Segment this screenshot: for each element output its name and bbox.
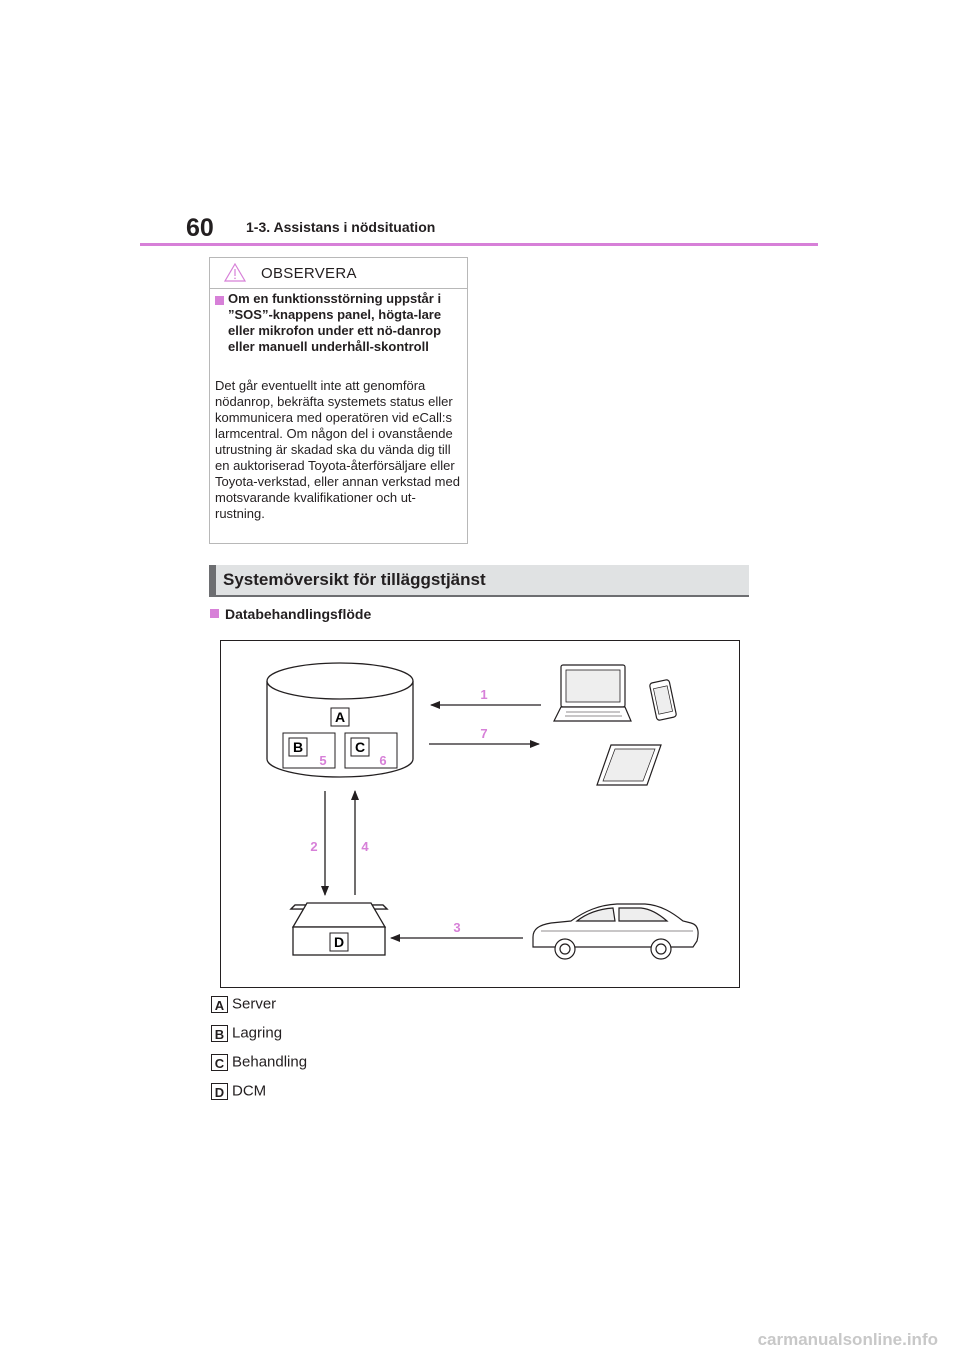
legend-label: Behandling	[232, 1054, 307, 1071]
legend-key: C	[211, 1054, 228, 1071]
flow-number-1: 1	[480, 687, 487, 702]
tablet-icon	[597, 745, 661, 785]
flow-number-4: 4	[361, 839, 369, 854]
flow-number-6: 6	[379, 753, 386, 768]
section-title: 1-3. Assistans i nödsituation	[246, 219, 435, 235]
square-bullet-icon	[210, 609, 219, 618]
diagram-svg: A B 5 C 6 1 7	[221, 641, 741, 989]
caution-header: OBSERVERA	[210, 258, 467, 289]
legend-label: DCM	[232, 1083, 266, 1100]
caution-body: Det går eventuellt inte att genomföra nö…	[215, 378, 465, 522]
label-c: C	[355, 739, 365, 755]
data-flow-diagram: A B 5 C 6 1 7	[220, 640, 740, 988]
label-b: B	[293, 739, 303, 755]
flow-number-7: 7	[480, 726, 487, 741]
page-number: 60	[186, 214, 214, 243]
warning-triangle-icon	[224, 263, 246, 282]
smartphone-icon	[649, 679, 676, 720]
subheading: Databehandlingsflöde	[210, 606, 371, 622]
section-heading-bar: Systemöversikt för tilläggstjänst	[209, 565, 749, 597]
header-rule	[140, 243, 818, 246]
caution-label: OBSERVERA	[261, 265, 357, 282]
legend-key: B	[211, 1025, 228, 1042]
laptop-icon	[554, 665, 631, 721]
caution-box: OBSERVERA Om en funktionsstörning uppstå…	[209, 257, 468, 544]
label-d: D	[334, 934, 344, 950]
label-a: A	[335, 709, 345, 725]
legend-key: D	[211, 1083, 228, 1100]
legend-label: Server	[232, 996, 276, 1013]
flow-number-3: 3	[453, 920, 460, 935]
caution-subheading: Om en funktionsstörning uppstår i ”SOS”-…	[228, 291, 463, 355]
watermark: carmanualsonline.info	[758, 1330, 938, 1350]
flow-number-5: 5	[319, 753, 326, 768]
legend-label: Lagring	[232, 1025, 282, 1042]
legend-key: A	[211, 996, 228, 1013]
car-icon	[533, 904, 698, 959]
square-bullet-icon	[215, 296, 224, 305]
subheading-text: Databehandlingsflöde	[225, 606, 371, 622]
heading-accent	[209, 565, 216, 595]
section-heading: Systemöversikt för tilläggstjänst	[223, 570, 486, 590]
flow-number-2: 2	[310, 839, 317, 854]
